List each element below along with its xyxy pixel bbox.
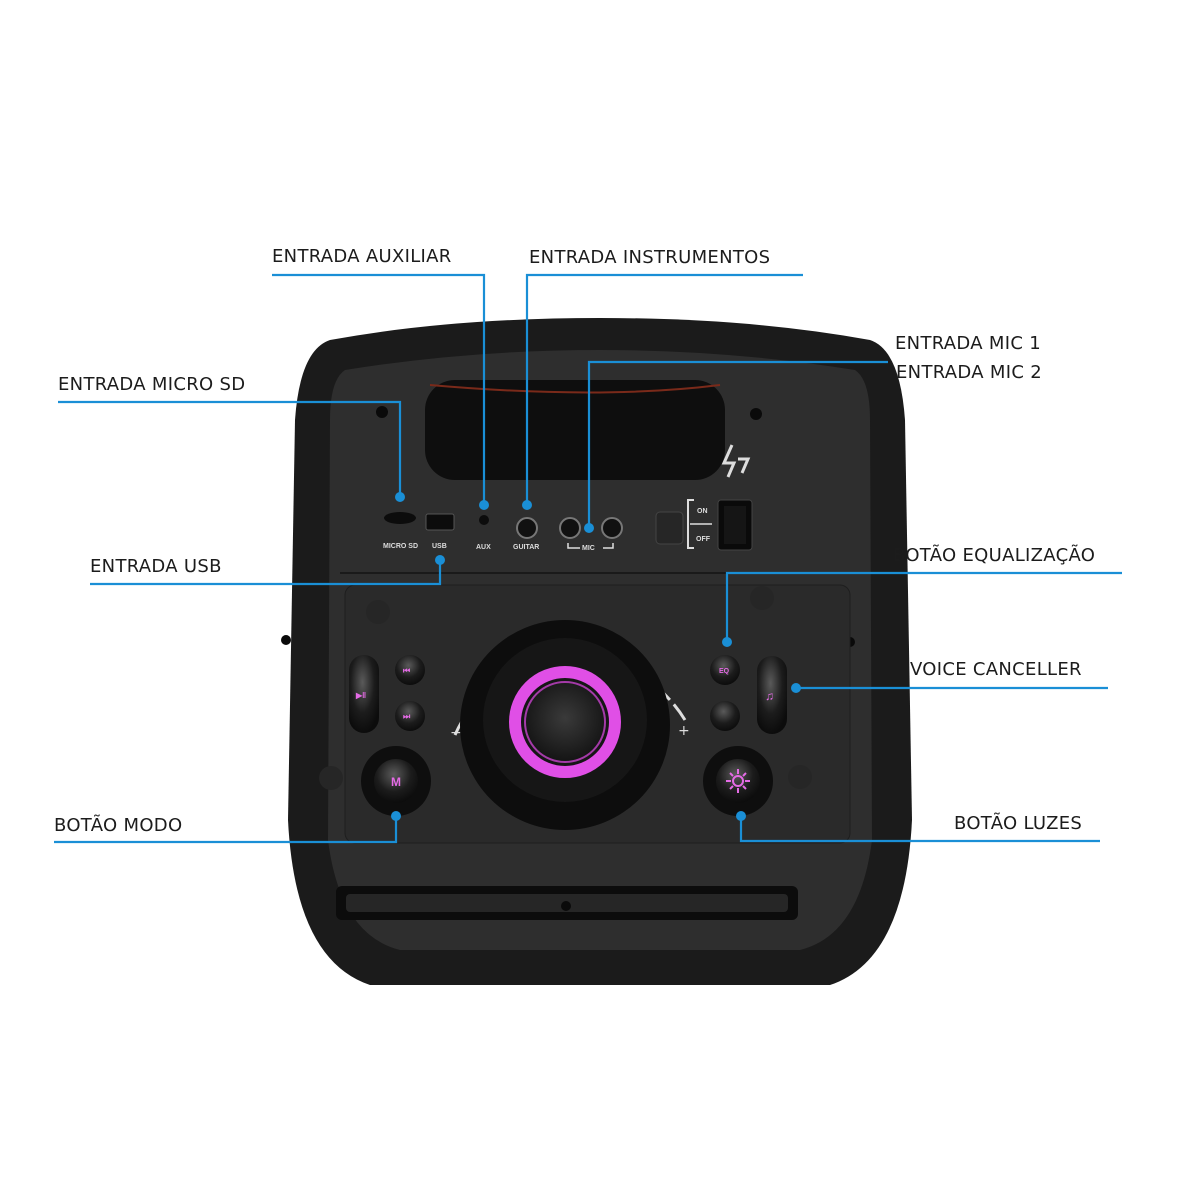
eq-button[interactable] xyxy=(710,655,740,685)
volume-knob[interactable] xyxy=(460,620,670,830)
panel-label-off: OFF xyxy=(696,536,711,543)
panel-label-guitar: GUITAR xyxy=(513,544,539,551)
svg-text:♫: ♫ xyxy=(765,689,774,703)
callout-usb: ENTRADA USB xyxy=(90,556,222,577)
panel-label-aux: AUX xyxy=(476,544,491,551)
callout-micro-sd: ENTRADA MICRO SD xyxy=(58,374,246,395)
guitar-port xyxy=(516,517,538,539)
callout-instruments: ENTRADA INSTRUMENTOS xyxy=(529,247,771,268)
aux-port xyxy=(479,515,489,525)
panel-label-micro-sd: MICRO SD xyxy=(383,543,418,550)
svg-text:▶‖: ▶‖ xyxy=(355,691,366,700)
callout-lights: BOTÃO LUZES xyxy=(954,813,1083,834)
mode-button-label: M xyxy=(391,775,401,789)
play-pause-button[interactable] xyxy=(349,655,379,733)
eq-rec-button[interactable] xyxy=(710,701,740,731)
brand-logo xyxy=(721,444,751,478)
voice-canceller-button[interactable] xyxy=(757,656,787,734)
volume-plus: + xyxy=(678,723,690,739)
panel-label-usb: USB xyxy=(432,543,447,550)
callout-dots xyxy=(391,492,801,821)
handle-recess xyxy=(425,380,725,480)
mic2-port xyxy=(601,517,623,539)
callout-aux: ENTRADA AUXILIAR xyxy=(272,246,452,267)
usb-port xyxy=(425,513,455,531)
volume-minus: − xyxy=(450,725,462,741)
next-button[interactable] xyxy=(395,701,425,731)
mic1-port xyxy=(559,517,581,539)
sun-icon xyxy=(726,769,750,793)
svg-text:⏭: ⏭ xyxy=(403,712,411,721)
eq-button-label: EQ xyxy=(719,668,730,675)
prev-button[interactable] xyxy=(395,655,425,685)
callout-lines xyxy=(54,273,1122,844)
svg-text:⏮: ⏮ xyxy=(403,666,410,675)
callout-mic2: ENTRADA MIC 2 xyxy=(896,362,1042,383)
panel-label-on: ON xyxy=(697,508,708,515)
callout-voice-canceller: VOICE CANCELLER xyxy=(910,659,1082,680)
micro-sd-slot xyxy=(384,512,416,524)
callout-eq: BOTÃO EQUALIZAÇÃO xyxy=(893,545,1096,566)
callout-mic1: ENTRADA MIC 1 xyxy=(895,333,1041,354)
panel-label-mic: MIC xyxy=(582,545,595,552)
callout-mode: BOTÃO MODO xyxy=(54,815,183,836)
